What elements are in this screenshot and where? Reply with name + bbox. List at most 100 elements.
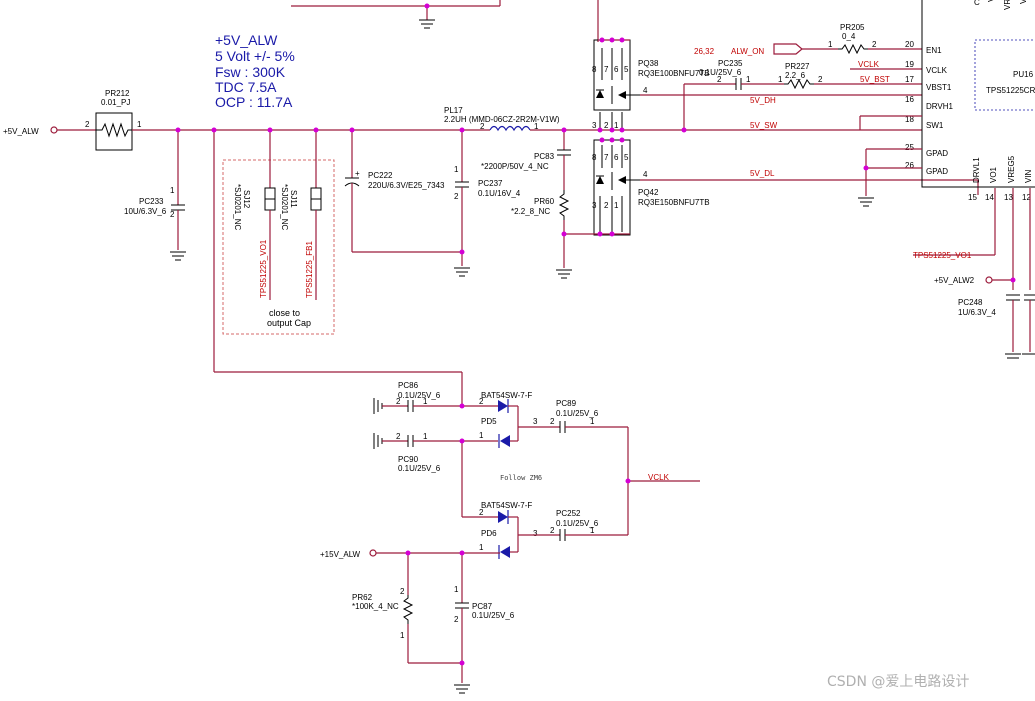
pc237-ref: PC237 (478, 179, 503, 188)
bootstrap: 2 1 1 2 PC235 0.1U/25V_6 PR227 2.2_6 5V_… (683, 59, 922, 130)
pr212-value: 0.01_PJ (101, 98, 130, 107)
pc248-ref: PC248 (958, 298, 983, 307)
net-5v-dh: 5V_DH (750, 96, 776, 105)
pc86: 2 1 PC86 0.1U/25V_6 (373, 381, 498, 414)
mosfet-pq42: 8 7 6 5 4 3 2 1 PQ42 RQ3E150BNFU7TB (564, 139, 978, 236)
sj12-net: TPS51225_VO1 (259, 239, 268, 298)
svg-text:SW1: SW1 (926, 121, 944, 130)
pc252-ref: PC252 (556, 509, 581, 518)
sj11-ref: SJ11 (289, 190, 298, 208)
svg-text:8: 8 (592, 65, 597, 74)
pl17-ref: PL17 (444, 106, 463, 115)
svg-text:16: 16 (905, 95, 914, 104)
svg-text:5: 5 (624, 153, 629, 162)
pc83-value: *2200P/50V_4_NC (481, 162, 549, 171)
svg-text:13: 13 (1004, 193, 1013, 202)
watermark: CSDN @爱上电路设计 (827, 674, 969, 690)
pr62-value: *100K_4_NC (352, 602, 399, 611)
net-5v-alw2: +5V_ALW2 (934, 276, 975, 285)
svg-text:2: 2 (400, 587, 405, 596)
svg-text:4: 4 (643, 170, 648, 179)
pc87-value: 0.1U/25V_6 (472, 611, 515, 620)
resistor-pr212: PR212 0.01_PJ 2 1 (85, 89, 142, 151)
svg-text:7: 7 (604, 65, 609, 74)
pc222-ref: PC222 (368, 171, 393, 180)
svg-text:2: 2 (170, 210, 175, 219)
pr60-value: *2.2_8_NC (511, 207, 550, 216)
sj11-value: *SJ0201_NC (280, 184, 289, 230)
pu16-ref: PU16 (1013, 70, 1034, 79)
note-close-to: close to (269, 308, 300, 318)
pd6-value: BAT54SW-7-F (481, 501, 532, 510)
pr60-ref: PR60 (534, 197, 555, 206)
svg-text:1: 1 (170, 186, 175, 195)
pd5-value: BAT54SW-7-F (481, 391, 532, 400)
svg-text:VBST1: VBST1 (926, 83, 952, 92)
svg-text:1: 1 (614, 201, 619, 210)
svg-text:20: 20 (905, 40, 914, 49)
pc90-value: 0.1U/25V_6 (398, 464, 441, 473)
svg-text:3: 3 (592, 121, 597, 130)
pc248-value: 1U/6.3V_4 (958, 308, 996, 317)
svg-text:6: 6 (614, 65, 619, 74)
pc235-value: 0.1U/25V_6 (699, 68, 742, 77)
svg-text:2: 2 (480, 122, 485, 131)
pc87: 1 2 PC87 0.1U/25V_6 (408, 553, 515, 694)
sj12-value: *SJ0201_NC (233, 184, 242, 230)
pq42-value: RQ3E150BNFU7TB (638, 198, 710, 207)
svg-text:C: C (974, 0, 980, 7)
svg-text:1: 1 (454, 165, 459, 174)
inductor-pl17: PL17 2.2UH (MMD-06CZ-2R2M-V1W) 2 1 (444, 106, 560, 132)
pc89: 2 1 PC89 0.1U/25V_6 (550, 399, 628, 433)
pc86-ref: PC86 (398, 381, 419, 390)
pc87-ref: PC87 (472, 602, 493, 611)
svg-text:VI: VI (1019, 0, 1028, 4)
svg-text:1: 1 (828, 40, 833, 49)
pr62: 2 1 PR62 *100K_4_NC (352, 553, 414, 663)
pc235-ref: PC235 (718, 59, 743, 68)
svg-text:DRVL1: DRVL1 (972, 157, 981, 183)
svg-text:2: 2 (454, 615, 459, 624)
svg-text:1: 1 (590, 526, 595, 535)
svg-text:14: 14 (985, 193, 994, 202)
note-follow: Follow ZM6 (500, 474, 542, 482)
svg-text:1: 1 (479, 543, 484, 552)
capacitor-pc233: 1 2 PC233 10U/6.3V_6 (124, 130, 186, 261)
pc89-ref: PC89 (556, 399, 577, 408)
svg-text:17: 17 (905, 75, 914, 84)
svg-text:VIN: VIN (1024, 169, 1033, 183)
svg-text:2: 2 (479, 508, 484, 517)
pc83-ref: PC83 (534, 152, 555, 161)
diode-pd5: BAT54SW-7-F PD5 2 1 3 (479, 391, 560, 448)
svg-text:EN1: EN1 (926, 46, 942, 55)
diode-pd6: BAT54SW-7-F PD6 2 1 3 (479, 501, 560, 559)
pd5-ref: PD5 (481, 417, 497, 426)
pq38-ref: PQ38 (638, 59, 659, 68)
svg-text:1: 1 (746, 75, 751, 84)
svg-text:15: 15 (968, 193, 977, 202)
pc90-ref: PC90 (398, 455, 419, 464)
pc90: 2 1 PC90 0.1U/25V_6 (373, 432, 498, 473)
pu16-value: TPS51225CR (986, 86, 1035, 95)
pr205-value: 0_4 (842, 32, 856, 41)
svg-text:1: 1 (590, 417, 595, 426)
pr227-ref: PR227 (785, 62, 810, 71)
svg-text:VREG5: VREG5 (1007, 155, 1016, 183)
v15-input: +15V_ALW (320, 549, 500, 559)
svg-text:1: 1 (454, 585, 459, 594)
input-terminal (50, 126, 58, 134)
svg-text:1: 1 (534, 122, 539, 131)
spec-line-1: +5V_ALW (215, 32, 278, 48)
sj12-ref: SJ12 (242, 190, 251, 209)
svg-text:2: 2 (818, 75, 823, 84)
svg-text:4: 4 (643, 86, 648, 95)
svg-text:VCLK: VCLK (926, 66, 948, 75)
pc248-area: +5V_ALW2 PC248 1U/6.3V_4 (934, 276, 1035, 359)
svg-text:2: 2 (604, 121, 609, 130)
svg-text:3: 3 (592, 201, 597, 210)
svg-text:19: 19 (905, 60, 914, 69)
svg-text:1: 1 (400, 631, 405, 640)
pr212-ref: PR212 (105, 89, 130, 98)
note-output-cap: output Cap (267, 318, 311, 328)
